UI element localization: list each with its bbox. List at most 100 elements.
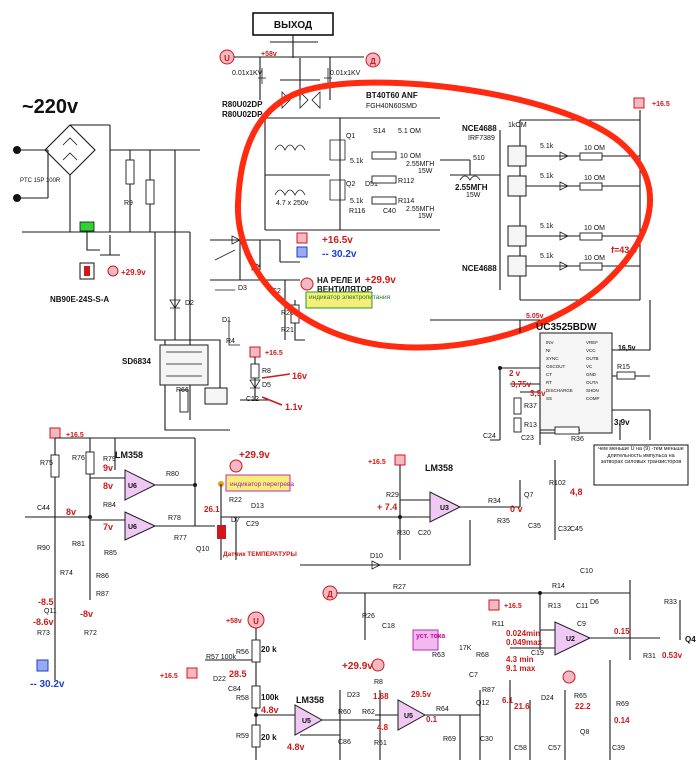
- res-2-55-b-w: 15W: [418, 213, 433, 220]
- c40-label: C40: [383, 208, 396, 215]
- driver-r10-label-4: 10 OM: [584, 255, 605, 262]
- feedback-7-4: + 7.4: [377, 502, 397, 512]
- d51-label: D51: [365, 181, 378, 188]
- c9-label: C9: [577, 621, 586, 628]
- temperature-sensor: [217, 525, 226, 539]
- r86-label: R86: [96, 573, 109, 580]
- feedback-lm358: LM358: [425, 463, 453, 473]
- feedback-0v: 0 v: [510, 504, 523, 514]
- r13-resistor-pwm: [513, 417, 522, 433]
- bottom-0-14: 0.14: [614, 716, 630, 725]
- res-2-55-a: 2.55МГН: [406, 161, 434, 168]
- r58-resistor: [251, 685, 261, 709]
- r63-label: R63: [432, 652, 445, 659]
- opamp-u5-a: [294, 704, 324, 736]
- c19-label: C19: [531, 650, 544, 657]
- pwm-note-container: чем меньше U на (9) -тем меньше длительн…: [598, 446, 684, 466]
- c32-label: C32: [558, 526, 571, 533]
- r-10-ohm: 10 OM: [400, 153, 421, 160]
- q4-label: Q4: [685, 635, 696, 644]
- filter-resistor-r9: [145, 179, 155, 205]
- r62-label: R62: [362, 709, 375, 716]
- u6b-label: U6: [128, 524, 137, 531]
- r9-label: R9: [124, 200, 133, 207]
- out-16v: 16v: [292, 371, 307, 381]
- pwm-chip-label: UC3525BDW: [536, 322, 597, 333]
- r13-label: R13: [548, 603, 561, 610]
- c7-label: C7: [469, 672, 478, 679]
- r72-label: R72: [84, 630, 97, 637]
- vref-label: 5.05v: [526, 313, 544, 320]
- relay-fan-label-1: НА РЕЛЕ И: [317, 276, 361, 285]
- r8-resistor: [250, 363, 260, 379]
- thermal-minus-8-5: -8.5: [38, 597, 54, 607]
- overheat-supply: +29.9v: [239, 450, 270, 461]
- c12-label: C12: [246, 396, 259, 403]
- d7-label: D7: [231, 517, 240, 524]
- nce-bottom-mosfet-b: [507, 255, 527, 277]
- r57-label: R57 100k: [206, 654, 236, 661]
- pwm-pin-discharge: DISCHARGE: [546, 388, 573, 393]
- pwm-pin-oscout: OSCOUT: [546, 364, 566, 369]
- u6a-label: U6: [128, 483, 137, 490]
- feedback-4-8: 4,8: [570, 487, 583, 497]
- r60-label: R60: [338, 709, 351, 716]
- d6-label: D6: [590, 599, 599, 606]
- q2-label: Q2: [346, 181, 355, 188]
- r114-label: R114: [398, 198, 414, 205]
- r36-label: R36: [571, 436, 584, 443]
- pwm-pin-sync: SYNC: [546, 356, 559, 361]
- c18-label: C18: [382, 623, 395, 630]
- igbt-label-2: FGH40N60SMD: [366, 103, 417, 110]
- r21-label: R21: [281, 327, 294, 334]
- plus-marker-thermal: [49, 427, 61, 439]
- current-min: 0.024min: [506, 629, 540, 638]
- res-2-55-a-w: 15W: [418, 168, 433, 175]
- r58-label: R58: [236, 695, 249, 702]
- relay-part-label: NB90E-24S-S-A: [50, 295, 109, 304]
- r14-label: R14: [552, 583, 565, 590]
- opamp-u6-a: [124, 469, 157, 501]
- r102-label: R102: [549, 480, 566, 487]
- pwm-pin-inv: INV: [546, 340, 554, 345]
- nce-top-label: NCE4688: [462, 124, 497, 133]
- plus-marker-16-5: [296, 232, 308, 244]
- power-indicator-box: [305, 291, 373, 309]
- pwm-pin-vref: VREF: [586, 340, 598, 345]
- r4-label: R4: [226, 338, 235, 345]
- bottom-4-8v: 4.8v: [261, 705, 279, 715]
- d22-label: D22: [213, 676, 226, 683]
- pwm-pin-shdn: SHDN: [586, 388, 599, 393]
- r20-label: R20: [281, 310, 294, 317]
- opamp-u3: [429, 491, 462, 523]
- mains-voltage: ~220v: [22, 96, 79, 118]
- bottom-4-8v-b: 4.8v: [287, 742, 305, 752]
- rail-30-2: -- 30.2v: [322, 249, 357, 260]
- d13-label: D13: [251, 503, 264, 510]
- thermal-8v-b: 8v: [66, 507, 76, 517]
- current-0-53: 0.53v: [662, 651, 683, 660]
- highlight-circle: [234, 79, 654, 351]
- r8-bottom-label: R8: [374, 679, 383, 686]
- set-current-box: [412, 629, 439, 651]
- driver-r10-3: [579, 232, 603, 241]
- c44-label: C44: [37, 505, 50, 512]
- pwm-note: чем меньше U на (9) -тем меньше длительн…: [598, 446, 684, 466]
- relay-indicator: [84, 266, 90, 276]
- current-max: 0.049max: [506, 638, 543, 647]
- r510-label: 510: [473, 155, 485, 162]
- r33-label: R33: [664, 599, 677, 606]
- driver-r5k-2: 5.1k: [540, 173, 554, 180]
- overheat-indicator-label: индикатор перегрева: [230, 481, 294, 488]
- output-label: ВЫХОД: [274, 20, 312, 31]
- relay-supply-label: +29.9v: [121, 268, 146, 277]
- r59-label: R59: [236, 733, 249, 740]
- bottom-6-1: 6.1: [502, 696, 514, 705]
- d-marker-bottom: Д: [327, 590, 333, 599]
- pwm-pin-outa: OUTA: [586, 380, 598, 385]
- bottom-29-5v: 29.5v: [411, 690, 432, 699]
- d5-label: D5: [262, 382, 271, 389]
- pwm-pin-ss: SS: [546, 396, 552, 401]
- r59-value: 20 k: [261, 733, 277, 742]
